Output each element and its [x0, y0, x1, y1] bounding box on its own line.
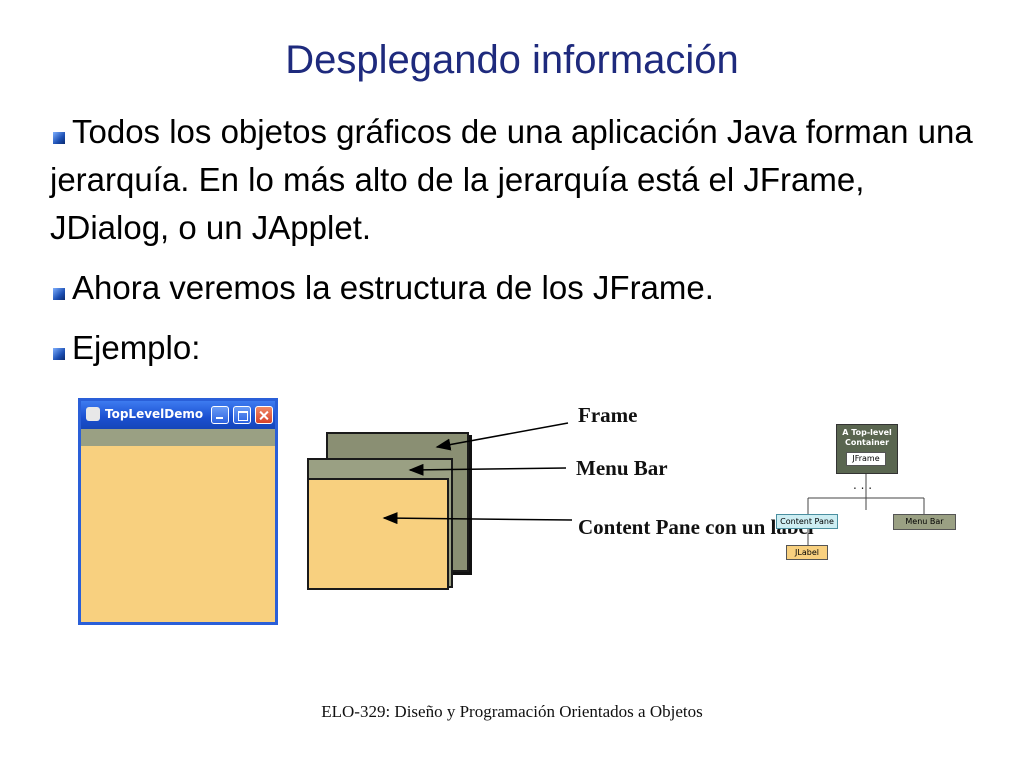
bullet-text: Todos los objetos gráficos de una aplica… — [50, 113, 973, 246]
example-jframe-window: TopLevelDemo — [78, 398, 278, 625]
bullet-item: Todos los objetos gráficos de una aplica… — [50, 108, 990, 252]
window-titlebar: TopLevelDemo — [81, 401, 275, 429]
jlabel-box: JLabel — [786, 545, 828, 560]
content-pane-box: Content Pane — [776, 514, 838, 529]
content-pane-layer — [307, 478, 449, 590]
slide-title: Desplegando información — [285, 38, 739, 82]
maximize-icon — [233, 406, 251, 424]
frame-label: Frame — [578, 403, 638, 427]
bullet-text: Ahora veremos la estructura de los JFram… — [72, 269, 714, 306]
jframe-box: JFrame — [846, 452, 886, 466]
slide-footer: ELO-329: Diseño y Programación Orientado… — [321, 702, 703, 721]
top-level-container-label: A Top-level Container — [842, 428, 892, 447]
minimize-icon — [211, 406, 229, 424]
contentpane-label: Content Pane con un label — [578, 515, 814, 539]
menu-bar-box: Menu Bar — [893, 514, 956, 530]
bullet-square-icon — [53, 348, 65, 360]
bullet-item: Ejemplo: — [50, 324, 990, 372]
bullet-square-icon — [53, 288, 65, 300]
window-menubar — [81, 429, 275, 446]
close-icon — [255, 406, 273, 424]
java-app-icon — [86, 407, 100, 421]
hierarchy-ellipsis: . . . — [853, 478, 873, 492]
window-title: TopLevelDemo — [105, 407, 204, 421]
bullet-text: Ejemplo: — [72, 329, 201, 366]
bullet-list: Todos los objetos gráficos de una aplica… — [50, 108, 990, 384]
bullet-item: Ahora veremos la estructura de los JFram… — [50, 264, 990, 312]
bullet-square-icon — [53, 132, 65, 144]
menubar-label: Menu Bar — [576, 456, 668, 480]
top-level-container-box: A Top-level Container JFrame — [836, 424, 898, 474]
